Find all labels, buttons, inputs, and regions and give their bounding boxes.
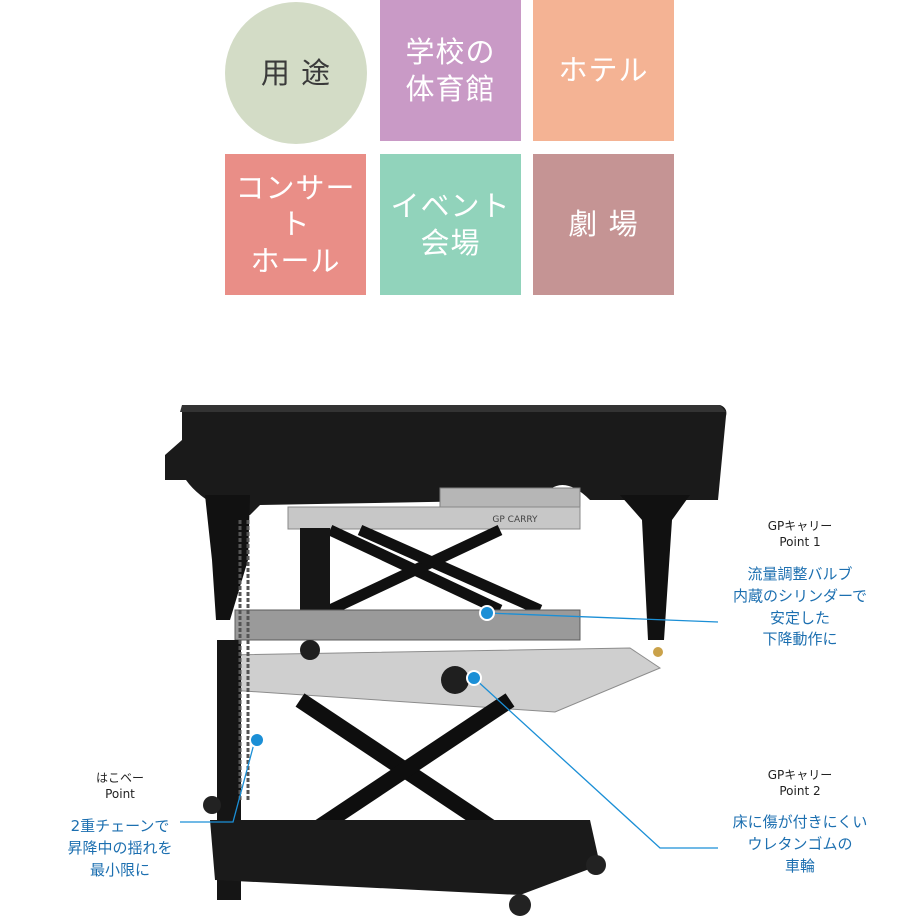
piano-body <box>165 405 727 515</box>
carrier-top-beam <box>287 506 581 530</box>
base-wheel <box>586 855 606 875</box>
piano-lid-edge <box>180 405 726 412</box>
usage-tile-label: ホテル <box>558 53 649 88</box>
callout-1-body: 流量調整バルブ 内蔵のシリンダーで 安定した 下降動作に <box>732 565 868 649</box>
callout-1-title: GPキャリー Point 1 <box>767 519 833 550</box>
lower-scissor <box>295 693 515 847</box>
callout-leaders <box>180 612 719 849</box>
callout-2-body: 床に傷が付きにくい ウレタンゴムの 車輪 <box>732 813 868 875</box>
urethane-wheel <box>300 640 320 660</box>
base-wheel <box>509 894 531 916</box>
usage-tile-label: コンサート ホール <box>235 171 356 278</box>
callout-dot <box>479 605 495 621</box>
lift-base <box>210 820 600 895</box>
piano-caster <box>653 647 663 657</box>
callout-dot <box>466 670 482 686</box>
usage-tile-theater: 劇 場 <box>533 154 674 295</box>
usage-tile-label: 劇 場 <box>568 207 639 242</box>
piano-right-leg <box>620 495 690 640</box>
usage-tile-gym: 学校の 体育館 <box>380 0 521 141</box>
carrier-label: GP CARRY <box>492 515 538 525</box>
callout-dot <box>249 732 265 748</box>
urethane-wheel <box>441 666 469 694</box>
upper-scissor <box>327 524 543 616</box>
usage-tile-hotel: ホテル <box>533 0 674 141</box>
callout-3-body: 2重チェーンで 昇降中の揺れを 最小限に <box>67 817 173 879</box>
usage-tile-concert-hall: コンサート ホール <box>225 154 366 295</box>
piano-left-leg <box>205 495 250 620</box>
double-chain <box>238 520 250 800</box>
usage-tile-label: イベント 会場 <box>390 189 511 260</box>
usage-heading-circle: 用 途 <box>225 2 367 144</box>
usage-tile-label: 学校の 体育館 <box>405 35 496 106</box>
base-wheel <box>203 796 221 814</box>
callout-3-title: はこベー Point <box>95 771 144 802</box>
upper-frame <box>300 528 330 623</box>
usage-tile-event-venue: イベント 会場 <box>380 154 521 295</box>
callout-2-title: GPキャリー Point 2 <box>767 768 833 799</box>
usage-heading: 用 途 <box>260 55 332 90</box>
